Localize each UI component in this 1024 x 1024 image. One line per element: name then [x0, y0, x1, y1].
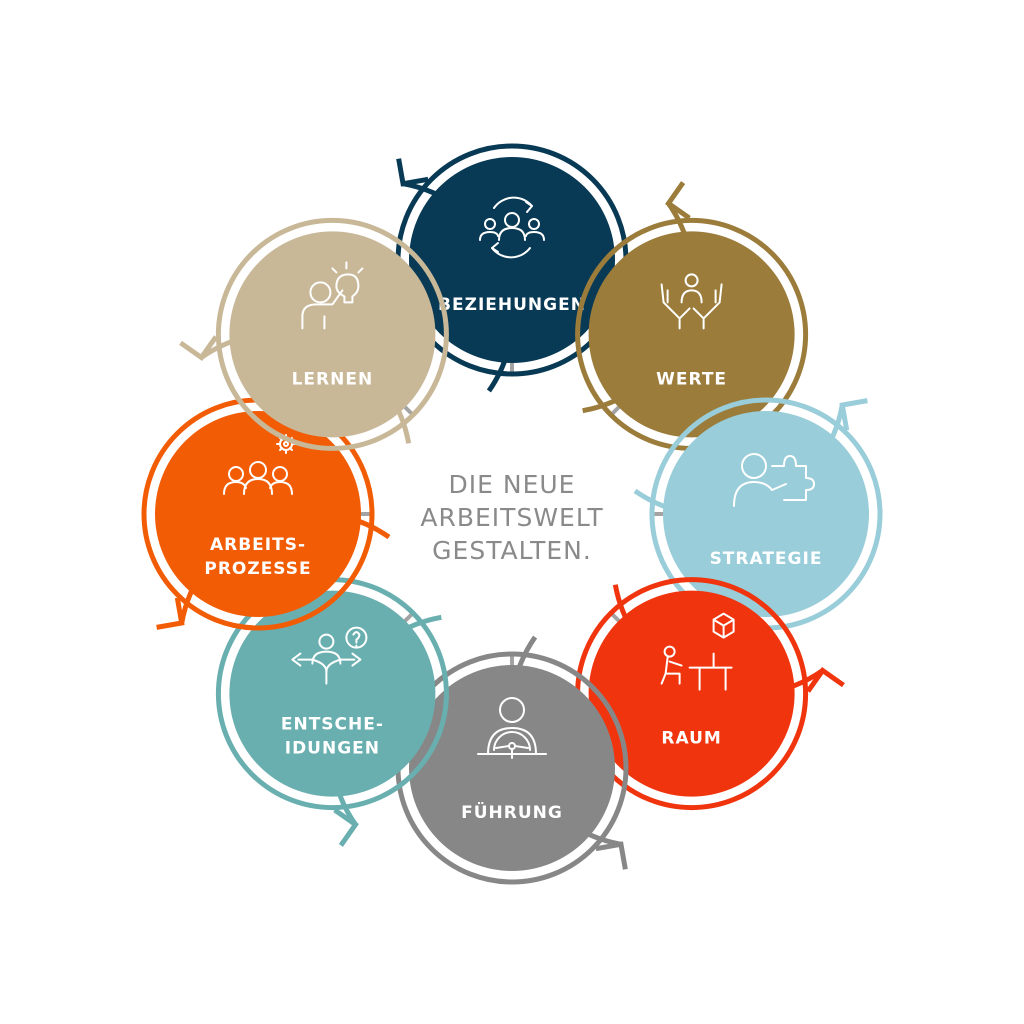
node-disc [229, 590, 436, 797]
node-label: WERTE [656, 369, 727, 389]
node-label: ENTSCHE- [281, 715, 384, 735]
node-label: ARBEITS- [210, 535, 306, 555]
person-crossroads-icon [291, 626, 368, 685]
arrowhead-strategie [839, 398, 868, 431]
node-disc [588, 231, 795, 438]
person-puzzle-icon [733, 453, 815, 507]
node-disc [663, 411, 869, 617]
arrowhead-beziehungen [396, 158, 429, 187]
node-label: STRATEGIE [710, 549, 823, 569]
center-title: DIE NEUE ARBEITSWELT GESTALTEN. [362, 468, 662, 567]
center-title-line-1: DIE NEUE [448, 470, 576, 499]
node-ring [215, 217, 449, 451]
node-label: IDUNGEN [285, 739, 380, 759]
people-cycle-icon [479, 196, 545, 259]
arrowhead-arbeitsprozesse [156, 597, 185, 630]
node-disc [229, 231, 436, 438]
person-idea-icon [301, 261, 364, 330]
node-disc [155, 411, 361, 617]
arrowhead-werte [665, 181, 691, 221]
node-label: FÜHRUNG [461, 801, 563, 823]
arrowhead-raum [805, 667, 845, 693]
node-disc [588, 590, 795, 797]
node-label: BEZIEHUNGEN [438, 295, 586, 315]
node-lernen: LERNEN [215, 217, 449, 451]
hands-person-icon [660, 273, 723, 330]
center-title-line-2: ARBEITSWELT [420, 503, 604, 532]
node-label: RAUM [661, 729, 721, 749]
person-steering-icon [477, 697, 547, 759]
node-strategie: STRATEGIE [649, 397, 883, 631]
node-disc [409, 665, 615, 871]
desk-workspace-icon [660, 612, 735, 691]
cycle-nodes: BEZIEHUNGEN WERTE STRATEGIE RAUM FÜHRUNG ENTS… [141, 143, 883, 885]
node-label: LERNEN [292, 369, 374, 389]
arrowhead-fuehrung [595, 841, 628, 870]
node-disc [409, 157, 615, 363]
node-label: PROZESSE [204, 559, 311, 579]
center-title-line-3: GESTALTEN. [432, 536, 592, 565]
arrowhead-lernen [179, 335, 219, 361]
arrowhead-entscheidungen [333, 807, 359, 847]
